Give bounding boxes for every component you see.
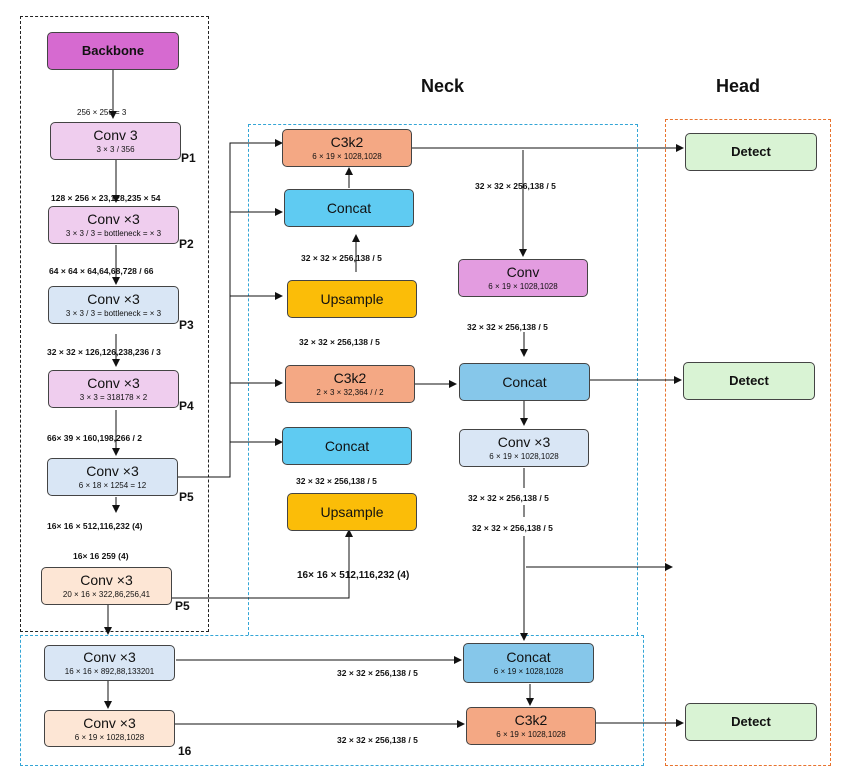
- concat-block[interactable]: Concat: [284, 189, 414, 227]
- detect-title: Detect: [731, 143, 771, 159]
- upsample-block[interactable]: Upsample: [287, 280, 417, 318]
- conv-title: Conv ×3: [86, 463, 139, 480]
- p5-tag: P5: [175, 599, 190, 613]
- stage-16-tag: 16: [178, 744, 192, 758]
- dim-label: 32 × 32 × 256,138 / 5: [337, 668, 418, 678]
- concat-block[interactable]: Concat 6 × 19 × 1028,1028: [463, 643, 594, 683]
- neck-region-lower: [20, 635, 644, 766]
- upsample-block[interactable]: Upsample: [287, 493, 417, 531]
- conv-title: Conv ×3: [87, 291, 140, 308]
- c3k2-title: C3k2: [514, 712, 548, 729]
- c3k2-title: C3k2: [330, 134, 364, 151]
- p3-tag: P3: [179, 318, 194, 332]
- upsample-title: Upsample: [320, 290, 384, 307]
- dim-label: 32 × 32 × 256,138 / 5: [296, 476, 377, 486]
- concat-title: Concat: [324, 437, 370, 454]
- backbone-region: [20, 16, 209, 632]
- c3k2-block[interactable]: C3k2 6 × 19 × 1028,1028: [466, 707, 596, 745]
- dim-label: 64 × 64 × 64,64,68,728 / 66: [49, 266, 154, 276]
- conv-params: 6 × 18 × 1254 = 12: [78, 481, 147, 491]
- conv-params: 6 × 19 × 1028,1028: [488, 282, 558, 292]
- concat-params: 6 × 19 × 1028,1028: [493, 667, 564, 677]
- p1-tag: P1: [181, 151, 196, 165]
- conv-block-p4[interactable]: Conv ×3 3 × 3 = 318178 × 2: [48, 370, 179, 408]
- conv-block-p5-lower[interactable]: Conv ×3 20 × 16 × 322,86,256,41: [41, 567, 172, 605]
- dim-label: 32 × 32 × 126,126,238,236 / 3: [47, 347, 161, 357]
- conv-params: 6 × 19 × 1028,1028: [489, 452, 559, 462]
- conv-params: 6 × 19 × 1028,1028: [74, 732, 145, 742]
- p2-tag: P2: [179, 237, 194, 251]
- c3k2-title: C3k2: [333, 370, 367, 387]
- upsample-title: Upsample: [320, 503, 384, 520]
- detect-title: Detect: [731, 713, 771, 729]
- backbone-title: Backbone: [81, 42, 145, 58]
- conv-params: 16 × 16 × 892,88,133201: [64, 667, 155, 677]
- conv-block[interactable]: Conv ×3 6 × 19 × 1028,1028: [459, 429, 589, 467]
- head-region: [665, 119, 831, 766]
- dim-label: 16× 16 259 (4): [73, 551, 129, 561]
- conv-params: 3 × 3 / 356: [96, 145, 135, 155]
- conv-block-p1[interactable]: Conv 3 3 × 3 / 356: [50, 122, 181, 160]
- conv-params: 3 × 3 = 318178 × 2: [79, 393, 148, 403]
- concat-title: Concat: [506, 649, 551, 666]
- conv-title: Conv ×3: [87, 375, 140, 392]
- concat-title: Concat: [326, 199, 372, 216]
- dim-label: 16× 16 × 512,116,232 (4): [297, 570, 410, 581]
- conv-params: 3 × 3 / 3 = bottleneck = × 3: [65, 229, 162, 239]
- head-header: Head: [716, 76, 761, 96]
- conv-block-p3[interactable]: Conv ×3 3 × 3 / 3 = bottleneck = × 3: [48, 286, 179, 324]
- dim-label: 32 × 32 × 256,138 / 5: [301, 253, 382, 263]
- detect-block-2[interactable]: Detect: [683, 362, 815, 400]
- conv-block-p5[interactable]: Conv ×3 6 × 18 × 1254 = 12: [47, 458, 178, 496]
- conv-title: Conv ×3: [87, 211, 140, 228]
- dim-label: 32 × 32 × 256,138 / 5: [475, 181, 556, 191]
- dim-label: 32 × 32 × 256,138 / 5: [467, 322, 548, 332]
- c3k2-block[interactable]: C3k2 2 × 3 × 32,364 / / 2: [285, 365, 415, 403]
- conv-title: Conv ×3: [83, 714, 136, 731]
- dim-label: 128 × 256 × 23,128,235 × 54: [51, 193, 161, 203]
- c3k2-params: 6 × 19 × 1028,1028: [312, 152, 382, 162]
- conv-block[interactable]: Conv ×3 16 × 16 × 892,88,133201: [44, 645, 175, 681]
- detect-block-1[interactable]: Detect: [685, 133, 817, 171]
- conv-params: 20 × 16 × 322,86,256,41: [62, 590, 151, 600]
- conv-title: Conv ×3: [83, 649, 136, 666]
- concat-block[interactable]: Concat: [282, 427, 412, 465]
- conv-title: Conv ×3: [497, 434, 551, 451]
- conv-block[interactable]: Conv ×3 6 × 19 × 1028,1028: [44, 710, 175, 747]
- detect-title: Detect: [729, 372, 769, 388]
- dim-label: 32 × 32 × 256,138 / 5: [299, 337, 380, 347]
- conv-params: 3 × 3 / 3 = bottleneck = × 3: [65, 309, 162, 319]
- conv-title: Conv: [506, 264, 540, 281]
- conv-block[interactable]: Conv 6 × 19 × 1028,1028: [458, 259, 588, 297]
- detect-block-3[interactable]: Detect: [685, 703, 817, 741]
- conv-block-p2[interactable]: Conv ×3 3 × 3 / 3 = bottleneck = × 3: [48, 206, 179, 244]
- conv-title: Conv 3: [93, 127, 138, 144]
- concat-block[interactable]: Concat: [459, 363, 590, 401]
- dim-label: 32 × 32 × 256,138 / 5: [472, 523, 553, 533]
- p4-tag: P4: [179, 399, 194, 413]
- c3k2-params: 6 × 19 × 1028,1028: [496, 730, 566, 740]
- concat-title: Concat: [502, 373, 547, 390]
- dim-label: 32 × 32 × 256,138 / 5: [468, 493, 549, 503]
- backbone-block[interactable]: Backbone: [47, 32, 179, 70]
- p5-tag: P5: [179, 490, 194, 504]
- dim-label: 256 × 256 = 3: [77, 108, 127, 117]
- conv-title: Conv ×3: [80, 572, 133, 589]
- dim-label: 32 × 32 × 256,138 / 5: [337, 735, 418, 745]
- dim-label: 16× 16 × 512,116,232 (4): [47, 521, 143, 531]
- c3k2-params: 2 × 3 × 32,364 / / 2: [316, 388, 384, 398]
- c3k2-block[interactable]: C3k2 6 × 19 × 1028,1028: [282, 129, 412, 167]
- neck-header: Neck: [421, 76, 465, 96]
- dim-label: 66× 39 × 160,198,266 / 2: [47, 433, 143, 443]
